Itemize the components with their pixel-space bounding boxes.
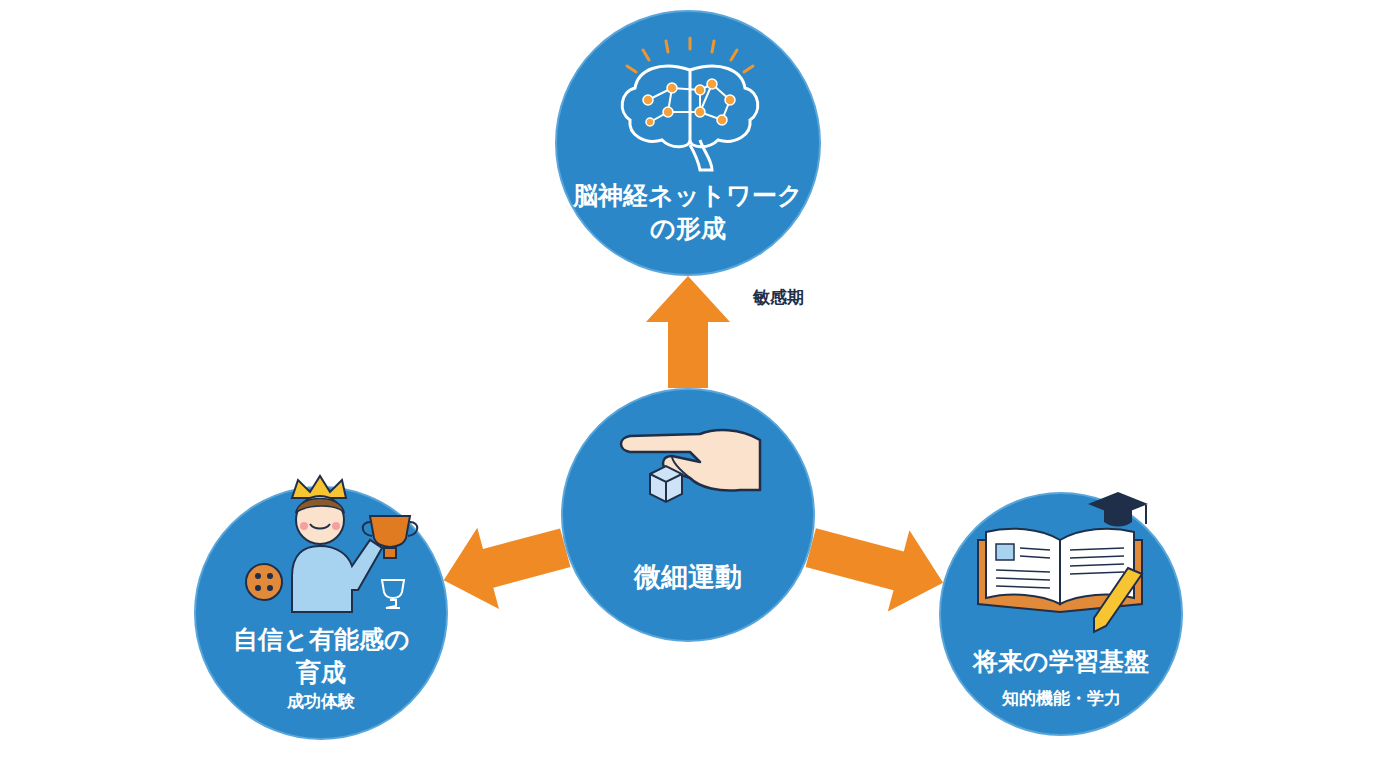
hand-icon <box>621 430 760 502</box>
brain-icon <box>622 38 758 170</box>
edge-label: 敏感期 <box>753 286 804 309</box>
center-circle: 微細運動 <box>561 388 815 642</box>
node-title: 微細運動 <box>588 559 788 594</box>
block-arrow <box>806 528 944 611</box>
block-arrow <box>646 276 730 388</box>
block-arrow <box>444 528 571 609</box>
node-title: 自信と有能感の 育成 <box>221 624 421 689</box>
node-title: 将来の学習基盤 <box>946 646 1176 679</box>
outcome-circle: 将来の学習基盤知的機能・学力 <box>939 492 1183 736</box>
book-icon <box>978 492 1148 632</box>
child-icon <box>246 476 417 612</box>
node-subtitle: 知的機能・学力 <box>946 687 1176 709</box>
outcome-circle: 自信と有能感の 育成成功体験 <box>194 486 448 740</box>
node-subtitle: 成功体験 <box>221 690 421 712</box>
node-title: 脳神経ネットワーク の形成 <box>563 180 813 245</box>
outcome-circle: 脳神経ネットワーク の形成 <box>555 10 821 276</box>
